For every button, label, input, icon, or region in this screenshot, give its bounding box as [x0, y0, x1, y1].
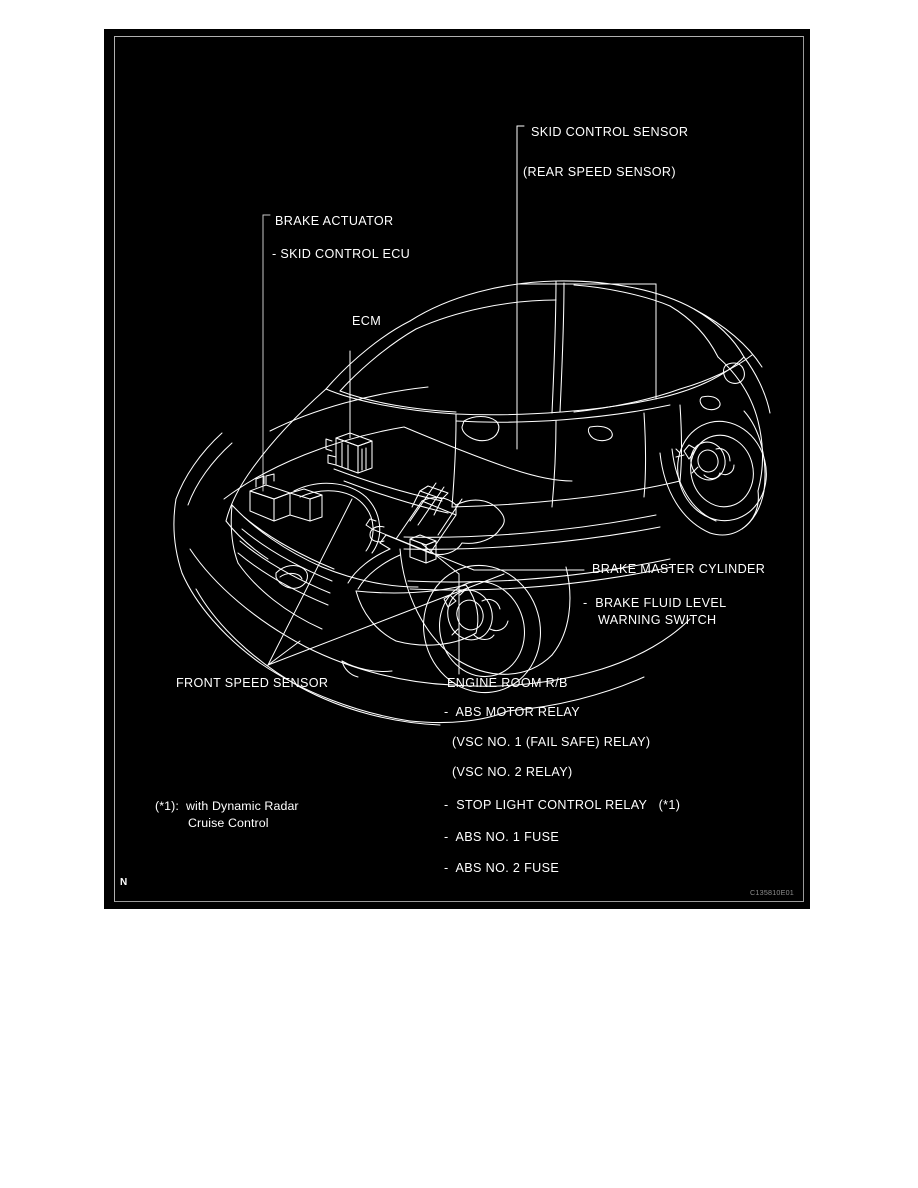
brake-master-cylinder-component — [347, 482, 505, 590]
label-abs-motor-relay: - ABS MOTOR RELAY — [444, 705, 580, 719]
front-wheel-assembly — [399, 548, 571, 694]
label-brake-fluid-level: - BRAKE FLUID LEVEL — [583, 596, 727, 610]
leader-engine-room-rb — [421, 543, 460, 675]
car-body-outline — [223, 280, 745, 591]
label-brake-master-cylinder: BRAKE MASTER CYLINDER — [592, 562, 766, 576]
rear-wheel-assembly — [551, 308, 771, 536]
side-mirror — [461, 415, 500, 442]
label-brake-actuator: BRAKE ACTUATOR — [275, 214, 394, 228]
illustration-panel: SKID CONTROL SENSOR (REAR SPEED SENSOR) … — [104, 29, 810, 909]
footnote-line-1: (*1): with Dynamic Radar — [155, 799, 299, 813]
leader-front-speed-sensor — [267, 498, 505, 666]
label-abs-no2-fuse: - ABS NO. 2 FUSE — [444, 861, 560, 875]
image-reference-code: C135810E01 — [750, 888, 794, 897]
leader-skid-control-sensor — [516, 125, 657, 450]
underbody-lines — [451, 618, 691, 712]
label-vsc-no2-relay: (VSC NO. 2 RELAY) — [452, 765, 573, 779]
leader-brake-master-cylinder — [371, 528, 585, 571]
label-stop-light-control-relay: - STOP LIGHT CONTROL RELAY (*1) — [444, 798, 681, 812]
label-front-speed-sensor: FRONT SPEED SENSOR — [176, 676, 329, 690]
cowl-detail — [333, 426, 573, 514]
label-rear-speed-sensor: (REAR SPEED SENSOR) — [523, 165, 676, 179]
ecm-component — [325, 432, 373, 474]
label-skid-control-sensor: SKID CONTROL SENSOR — [531, 125, 689, 139]
label-warning-switch: WARNING SWITCH — [598, 613, 717, 627]
corner-marker-n: N — [120, 877, 128, 888]
label-engine-room-rb: ENGINE ROOM R/B — [447, 676, 568, 690]
label-skid-control-ecu: - SKID CONTROL ECU — [272, 247, 411, 261]
vehicle-line-drawing — [173, 125, 771, 726]
brake-actuator-component — [249, 473, 381, 554]
label-ecm: ECM — [352, 314, 382, 328]
label-vsc-no1-relay: (VSC NO. 1 (FAIL SAFE) RELAY) — [452, 735, 651, 749]
engine-room-rb-component — [409, 534, 437, 564]
label-abs-no1-fuse: - ABS NO. 1 FUSE — [444, 830, 560, 844]
car-front-fascia — [173, 432, 509, 726]
leader-brake-actuator — [262, 214, 271, 492]
footnote-line-2: Cruise Control — [188, 816, 269, 830]
